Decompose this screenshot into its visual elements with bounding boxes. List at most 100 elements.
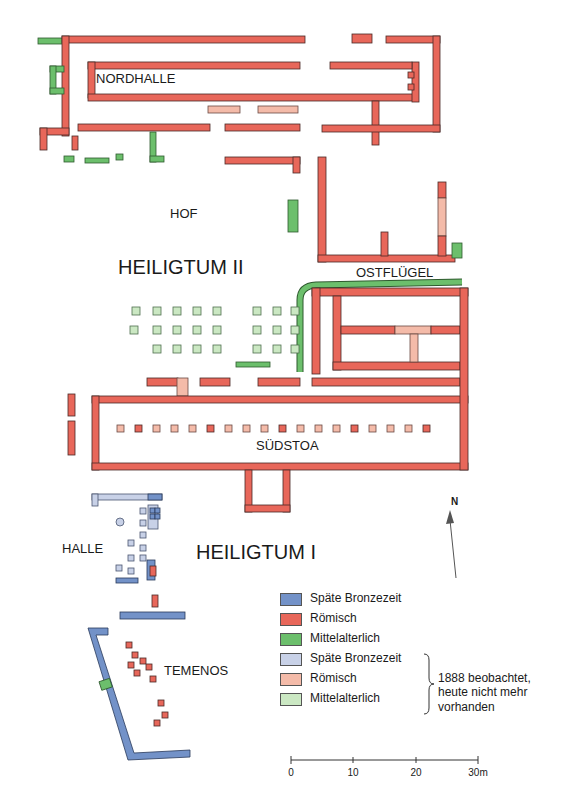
wall-part: [38, 38, 64, 44]
wall-part: [450, 520, 456, 578]
wall-part: [50, 88, 64, 94]
wall-part: [72, 136, 78, 150]
wall-part: [150, 156, 164, 162]
wall-part: [153, 326, 161, 334]
wall-part: [154, 720, 160, 726]
scale-number: 10: [347, 767, 358, 779]
wall-part: [386, 36, 440, 43]
wall-part: [408, 72, 414, 78]
wall-part: [236, 362, 270, 367]
scale-number: 30m: [468, 767, 487, 779]
wall-part: [128, 568, 134, 574]
wall-part: [116, 578, 138, 583]
wall-part: [381, 232, 388, 256]
sanctuary-label: HEILIGTUM I: [196, 541, 316, 564]
wall-part: [208, 106, 240, 113]
wall-part: [431, 326, 460, 334]
wall-part: [173, 326, 181, 334]
scale-bar: [291, 756, 478, 764]
wall-part: [412, 62, 419, 102]
wall-part: [150, 566, 156, 576]
legend-bracket: [424, 654, 434, 714]
hall-label: NORDHALLE: [96, 72, 175, 87]
wall-part: [155, 508, 160, 513]
wall-part: [155, 514, 160, 519]
wall-part: [146, 664, 152, 670]
court-label: HOF: [170, 207, 197, 222]
wall-part: [200, 378, 230, 386]
wall-part: [372, 101, 379, 145]
wall-part: [253, 307, 261, 315]
wall-part: [88, 62, 95, 98]
wall-part: [153, 307, 161, 315]
wall-part: [126, 642, 132, 648]
wall-part: [171, 425, 178, 432]
hof-walls: [225, 157, 300, 232]
small-remains: [116, 508, 168, 726]
wall-part: [92, 494, 98, 506]
wall-part: [273, 345, 281, 353]
wall-part: [438, 198, 446, 236]
wall-part: [153, 345, 161, 353]
heiligtum-i-walls: [88, 494, 190, 760]
wall-part: [173, 307, 181, 315]
wall-part: [140, 658, 146, 664]
north-arrow: [446, 510, 456, 578]
wall-part: [147, 560, 155, 580]
wall-part: [245, 505, 290, 512]
wall-part: [423, 425, 430, 432]
wall-part: [333, 425, 340, 432]
wall-part: [189, 425, 196, 432]
wall-part: [92, 396, 468, 403]
wall-part: [279, 425, 286, 432]
wall-part: [68, 394, 75, 416]
wall-part: [225, 157, 300, 164]
wall-part: [78, 124, 210, 131]
scale-number: 0: [288, 767, 294, 779]
wall-part: [173, 345, 181, 353]
wall-part: [132, 307, 140, 315]
hall-label: HALLE: [62, 542, 103, 557]
wall-part: [258, 106, 298, 113]
wall-part: [387, 425, 394, 432]
wall-part: [130, 326, 138, 334]
nordhalle-walls: [38, 34, 440, 163]
wall-part: [333, 296, 341, 370]
wall-part: [213, 326, 221, 334]
wall-part: [193, 326, 201, 334]
wall-part: [291, 326, 299, 334]
wall-part: [293, 157, 300, 173]
wall-part: [213, 307, 221, 315]
wall-part: [116, 154, 123, 160]
wall-part: [408, 84, 414, 90]
wall-part: [433, 36, 440, 132]
wall-part: [147, 378, 178, 386]
wall-part: [312, 288, 468, 296]
wall-part: [424, 654, 434, 714]
wall-part: [128, 555, 134, 561]
wall-part: [369, 425, 376, 432]
wall-part: [410, 334, 418, 362]
suedstoa-walls: [68, 288, 468, 512]
wall-part: [460, 288, 468, 470]
legend-swatch: [280, 693, 302, 706]
ostfluegel-walls: [236, 157, 468, 374]
wall-part: [62, 36, 69, 136]
wall-part: [193, 345, 201, 353]
north-label: N: [451, 496, 458, 508]
wall-part: [177, 378, 188, 396]
wall-part: [288, 200, 298, 232]
legend-swatch: [280, 593, 302, 606]
legend-text: Späte Bronzezeit: [310, 652, 401, 666]
wall-part: [140, 555, 146, 561]
column-bases: [117, 307, 430, 432]
wall-part: [261, 425, 268, 432]
wall-part: [158, 700, 164, 706]
wall-part: [116, 518, 124, 526]
wall-part: [152, 595, 158, 607]
legend-swatch: [280, 673, 302, 686]
legend-swatch: [280, 633, 302, 646]
wall-part: [353, 757, 354, 763]
wall-part: [92, 463, 468, 470]
